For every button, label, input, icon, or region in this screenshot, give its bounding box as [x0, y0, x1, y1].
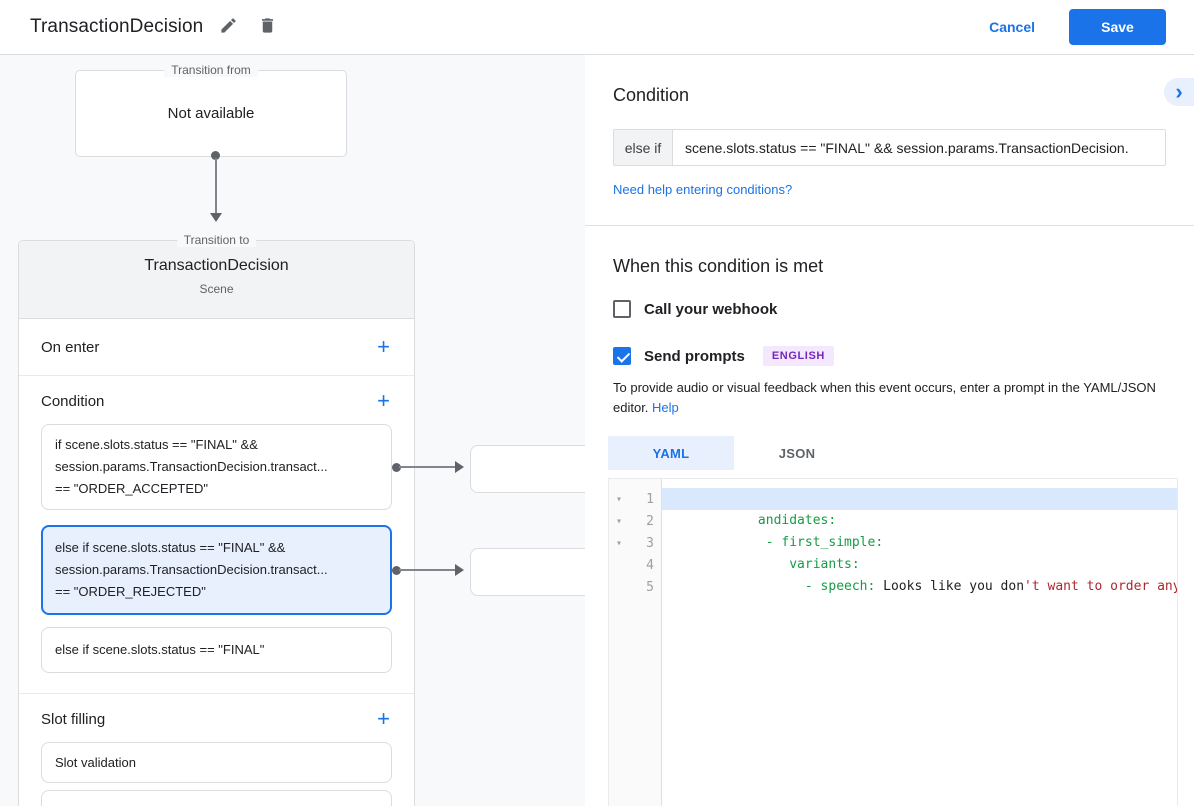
fold-arrow-icon[interactable]: ▾ [615, 515, 623, 527]
code-token: variants: [757, 557, 860, 572]
condition-line: == "ORDER_REJECTED" [55, 584, 206, 599]
transition-target-box[interactable] [470, 548, 585, 596]
send-prompts-row: Send prompts ENGLISH [613, 346, 1166, 366]
code-token: 't want to order anyt [1024, 579, 1177, 594]
condition-card-order-accepted[interactable]: if scene.slots.status == "FINAL" && sess… [41, 424, 392, 510]
when-met-title: When this condition is met [613, 256, 824, 276]
arrow-right-icon [455, 564, 464, 576]
helper-text: To provide audio or visual feedback when… [613, 380, 1156, 415]
connector-line [399, 569, 455, 571]
connector-dot [211, 151, 220, 160]
line-number: 3 [646, 535, 654, 551]
top-bar: TransactionDecision Cancel Save [0, 0, 1194, 55]
code-line-1: andidates: [662, 488, 1177, 528]
scene-node-title: TransactionDecision [144, 257, 289, 274]
transition-from-box: Transition from Not available [75, 63, 347, 157]
code-line-2: - first_simple: [662, 510, 1177, 550]
line-number: 5 [646, 579, 654, 595]
code-line-4: - speech: Looks like you don't want to o… [662, 554, 1177, 594]
arrow-right-icon [455, 461, 464, 473]
condition-line: session.params.TransactionDecision.trans… [55, 459, 328, 474]
scene-node-card: Transition to TransactionDecision Scene … [18, 233, 415, 806]
slot-filling-label: Slot filling [41, 710, 106, 728]
save-button[interactable]: Save [1069, 9, 1166, 45]
page-title: TransactionDecision [30, 16, 204, 37]
connector-dot [392, 463, 401, 472]
language-badge: ENGLISH [762, 346, 834, 366]
condition-section: Condition + if scene.slots.status == "FI… [19, 376, 414, 694]
code-token: - speech: [757, 579, 876, 594]
condition-expression-field: else if [613, 129, 1166, 166]
fold-arrow-icon[interactable]: ▾ [615, 493, 623, 505]
condition-editor-panel: › Condition else if Need help entering c… [585, 55, 1194, 806]
send-prompts-checkbox[interactable] [613, 347, 631, 365]
cancel-button[interactable]: Cancel [989, 19, 1035, 35]
condition-card-order-rejected-selected[interactable]: else if scene.slots.status == "FINAL" &&… [41, 525, 392, 615]
chevron-right-icon: › [1175, 79, 1183, 104]
webhook-row: Call your webhook [613, 300, 1166, 318]
connector-line [215, 158, 217, 213]
condition-prefix-label: else if [614, 130, 673, 165]
add-slot-button[interactable]: + [377, 706, 390, 731]
editor-tabs: YAML JSON [608, 436, 1194, 470]
pencil-icon [219, 16, 238, 38]
arrow-down-icon [210, 213, 222, 222]
panel-title: Condition [613, 85, 690, 105]
add-condition-button[interactable]: + [377, 388, 390, 413]
tab-json[interactable]: JSON [778, 445, 816, 461]
condition-line: if scene.slots.status == "FINAL" && [55, 437, 258, 452]
transition-from-legend: Transition from [164, 63, 258, 77]
condition-line: else if scene.slots.status == "FINAL" [55, 642, 265, 657]
line-number: 4 [646, 557, 654, 573]
collapse-panel-button[interactable]: › [1164, 78, 1194, 106]
line-number: 1 [646, 491, 654, 507]
transition-from-text: Not available [167, 105, 255, 122]
slot-validation-card[interactable]: Slot validation [41, 742, 392, 783]
code-token: andidates: [757, 513, 837, 528]
prompt-helper-text: To provide audio or visual feedback when… [613, 378, 1164, 418]
scene-node-type: Scene [199, 282, 234, 296]
call-webhook-label: Call your webhook [644, 300, 778, 318]
send-prompts-label: Send prompts [644, 347, 745, 365]
condition-line: session.params.TransactionDecision.trans… [55, 562, 328, 577]
connector-line [399, 466, 455, 468]
delete-scene-button[interactable] [254, 12, 281, 42]
yaml-code-editor[interactable]: ▾ 1 ▾ 2 ▾ 3 4 [608, 478, 1178, 806]
clipped-card [41, 790, 392, 806]
condition-line: == "ORDER_ACCEPTED" [55, 481, 208, 496]
scene-node-header[interactable]: TransactionDecision Scene [19, 241, 414, 319]
condition-card-final[interactable]: else if scene.slots.status == "FINAL" [41, 627, 392, 673]
connector-dot [392, 566, 401, 575]
tab-yaml[interactable]: YAML [608, 436, 734, 470]
code-token: Looks like you don [875, 579, 1025, 594]
transition-target-box[interactable] [470, 445, 585, 493]
fold-arrow-icon[interactable]: ▾ [615, 537, 623, 549]
on-enter-label: On enter [41, 338, 100, 356]
code-token: - first_simple: [757, 535, 884, 550]
editor-gutter: ▾ 1 ▾ 2 ▾ 3 4 [609, 479, 662, 806]
add-on-enter-button[interactable]: + [377, 334, 390, 359]
condition-input[interactable] [673, 130, 1165, 165]
condition-section-label: Condition [41, 392, 105, 410]
scene-diagram-canvas: Transition from Not available Transition… [0, 55, 585, 806]
condition-line: else if scene.slots.status == "FINAL" && [55, 540, 286, 555]
code-line-3: variants: [662, 532, 1177, 572]
trash-icon [258, 16, 277, 38]
on-enter-row: On enter + [19, 319, 414, 376]
line-number: 2 [646, 513, 654, 529]
help-link[interactable]: Help [652, 400, 679, 415]
edit-scene-button[interactable] [215, 12, 242, 42]
slot-filling-section: Slot filling + Slot validation [19, 694, 414, 806]
divider [585, 225, 1194, 226]
transition-to-legend: Transition to [176, 233, 257, 247]
editor-code-area[interactable]: andidates: - first_simple: variants: - s… [662, 479, 1177, 806]
call-webhook-checkbox[interactable] [613, 300, 631, 318]
condition-help-link[interactable]: Need help entering conditions? [613, 182, 793, 197]
